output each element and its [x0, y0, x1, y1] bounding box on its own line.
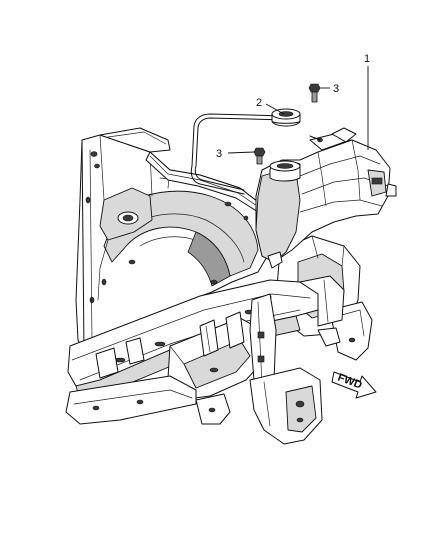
apron-holes: [85, 151, 249, 304]
callout-2: 2: [256, 97, 262, 109]
bolt-lower: [253, 147, 266, 165]
front-frame-rail: [65, 275, 345, 445]
coolant-reservoir: [190, 113, 397, 269]
leader-lines: [227, 66, 369, 154]
leader-2: [265, 103, 285, 115]
callout-3-upper: 3: [333, 83, 339, 95]
fwd-direction-arrow: FWD: [331, 371, 377, 399]
callout-1: 1: [364, 53, 370, 65]
reservoir-cap: [271, 108, 301, 127]
callout-3-lower: 3: [216, 148, 222, 160]
bolt-upper: [308, 83, 321, 103]
leader-3-lower: [227, 151, 255, 154]
